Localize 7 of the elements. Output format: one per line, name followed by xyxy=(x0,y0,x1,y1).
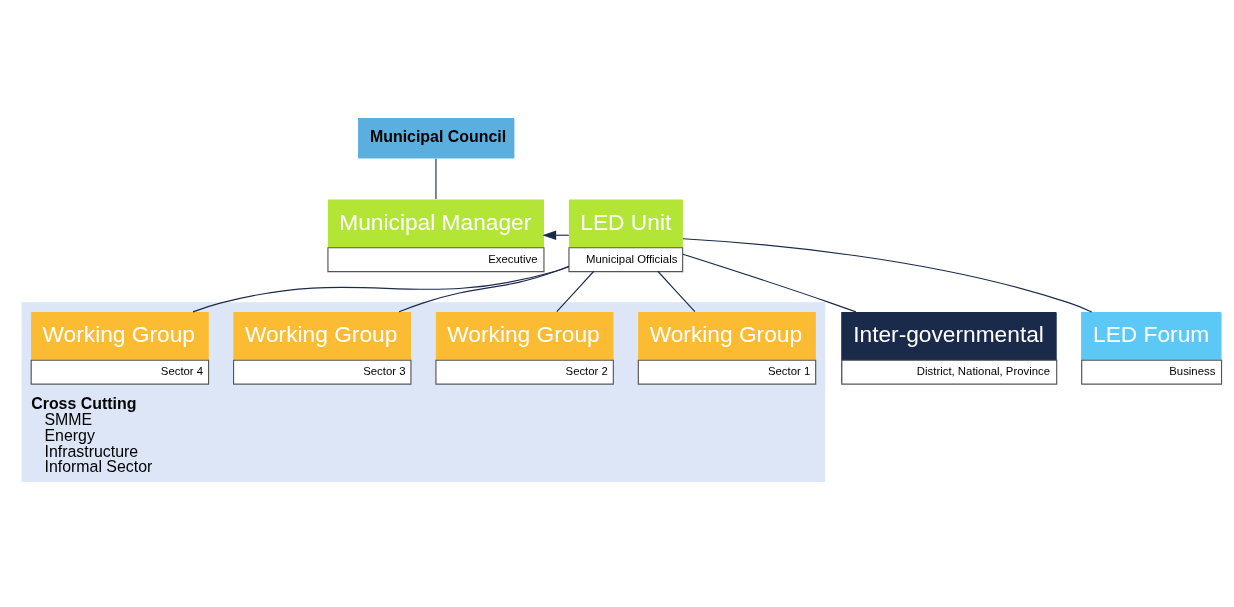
connector xyxy=(192,265,570,312)
connector xyxy=(556,270,595,312)
connector xyxy=(682,253,857,312)
connector xyxy=(435,157,437,200)
connector xyxy=(657,270,696,312)
connector xyxy=(682,237,1093,312)
connector xyxy=(398,265,570,312)
